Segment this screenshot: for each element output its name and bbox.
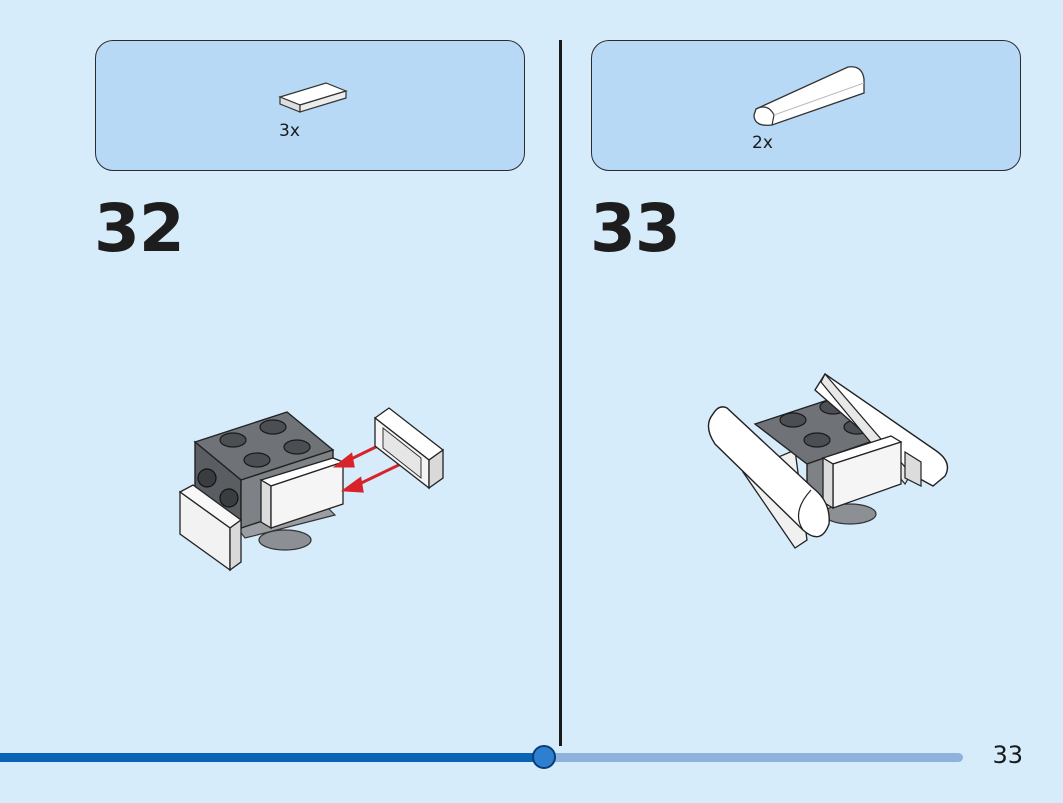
parts-callout-step-32: 3x [95,40,525,171]
progress-bar-knob [532,745,556,769]
step-33-build-illustration [707,372,949,549]
step-divider [559,40,562,746]
curved-slope-part-icon [753,66,865,126]
step-number-33: 33 [590,190,681,267]
parts-callout-step-33: 2x [591,40,1021,171]
page-number: 33 [992,741,1023,769]
progress-bar-fill [0,753,542,762]
part-quantity: 2x [752,133,773,153]
part-quantity: 3x [279,121,300,141]
progress-bar [0,745,963,769]
step-32-build-illustration [178,407,445,572]
tile-1x2-part-icon [278,82,348,113]
step-number-32: 32 [94,190,185,267]
